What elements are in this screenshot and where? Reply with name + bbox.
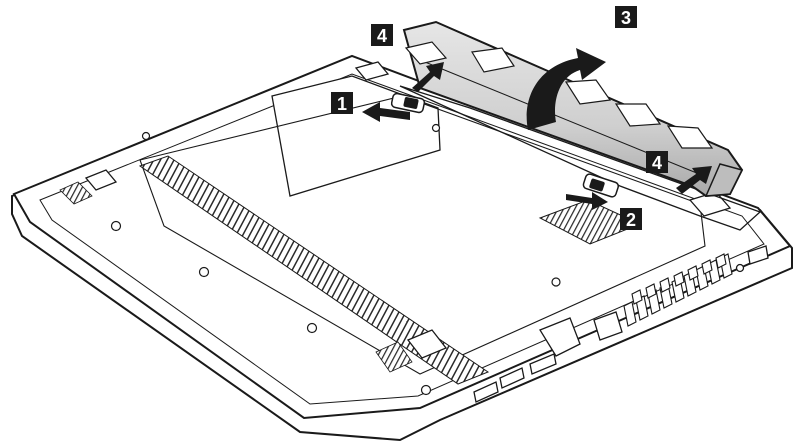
screw-holes <box>110 123 561 396</box>
hdmi-port <box>529 353 557 375</box>
step-label-4-left: 4 <box>371 24 393 46</box>
arrow-step-1 <box>362 102 410 122</box>
step-number-2: 2 <box>626 210 636 230</box>
step-label-1: 1 <box>331 92 353 114</box>
vent-grille-left <box>59 181 93 205</box>
usb-port-2 <box>499 367 525 389</box>
battery-bay <box>399 85 762 231</box>
usb-port-1 <box>473 381 499 403</box>
audio-jack <box>735 263 745 273</box>
vga-port <box>593 311 623 341</box>
step-number-4-left: 4 <box>377 26 387 46</box>
battery-latch-left <box>390 92 426 114</box>
vent-grille-bottom <box>375 341 413 373</box>
step-label-3: 3 <box>615 6 637 28</box>
side-vent-fins <box>623 253 733 327</box>
foot-left <box>84 169 118 191</box>
step-number-4-right: 4 <box>652 153 662 173</box>
charging-port <box>747 245 769 265</box>
foot-bottom <box>406 329 448 359</box>
step-number-3: 3 <box>621 8 631 28</box>
foot-top <box>354 61 390 81</box>
arrow-step-2 <box>566 192 608 210</box>
step-number-1: 1 <box>337 94 347 114</box>
step-label-2: 2 <box>620 208 642 230</box>
arrow-step-4-right <box>676 166 712 194</box>
step-label-4-right: 4 <box>646 151 668 173</box>
side-ports <box>473 245 769 403</box>
battery-latch-right <box>582 173 620 198</box>
arrow-step-3 <box>526 48 606 130</box>
vent-grille-main <box>138 155 490 385</box>
ethernet-port <box>539 317 581 357</box>
arrow-step-4-left <box>412 62 444 92</box>
